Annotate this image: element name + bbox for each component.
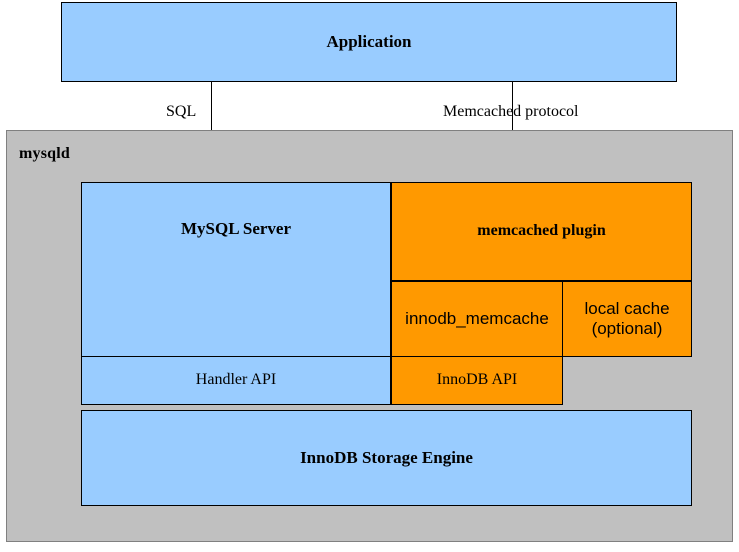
innodb-memcache-box: innodb_memcache [391, 281, 563, 357]
application-box: Application [61, 2, 677, 82]
local-cache-box: local cache (optional) [562, 281, 692, 357]
sql-arrow-line [211, 82, 212, 174]
innodb-storage-engine-box: InnoDB Storage Engine [81, 410, 692, 506]
memcached-arrow-label: Memcached protocol [443, 103, 579, 120]
sql-arrow-label: SQL [166, 103, 197, 120]
mysqld-label: mysqld [19, 145, 70, 162]
memcached-arrow-line [512, 82, 513, 174]
innodb-api-box: InnoDB API [391, 356, 563, 405]
mysql-server-box: MySQL Server [81, 182, 391, 357]
memcached-plugin-box: memcached plugin [391, 182, 692, 281]
local-cache-label-line2: (optional) [591, 319, 663, 338]
handler-api-box: Handler API [81, 356, 391, 405]
local-cache-label-line1: local cache [584, 299, 670, 319]
